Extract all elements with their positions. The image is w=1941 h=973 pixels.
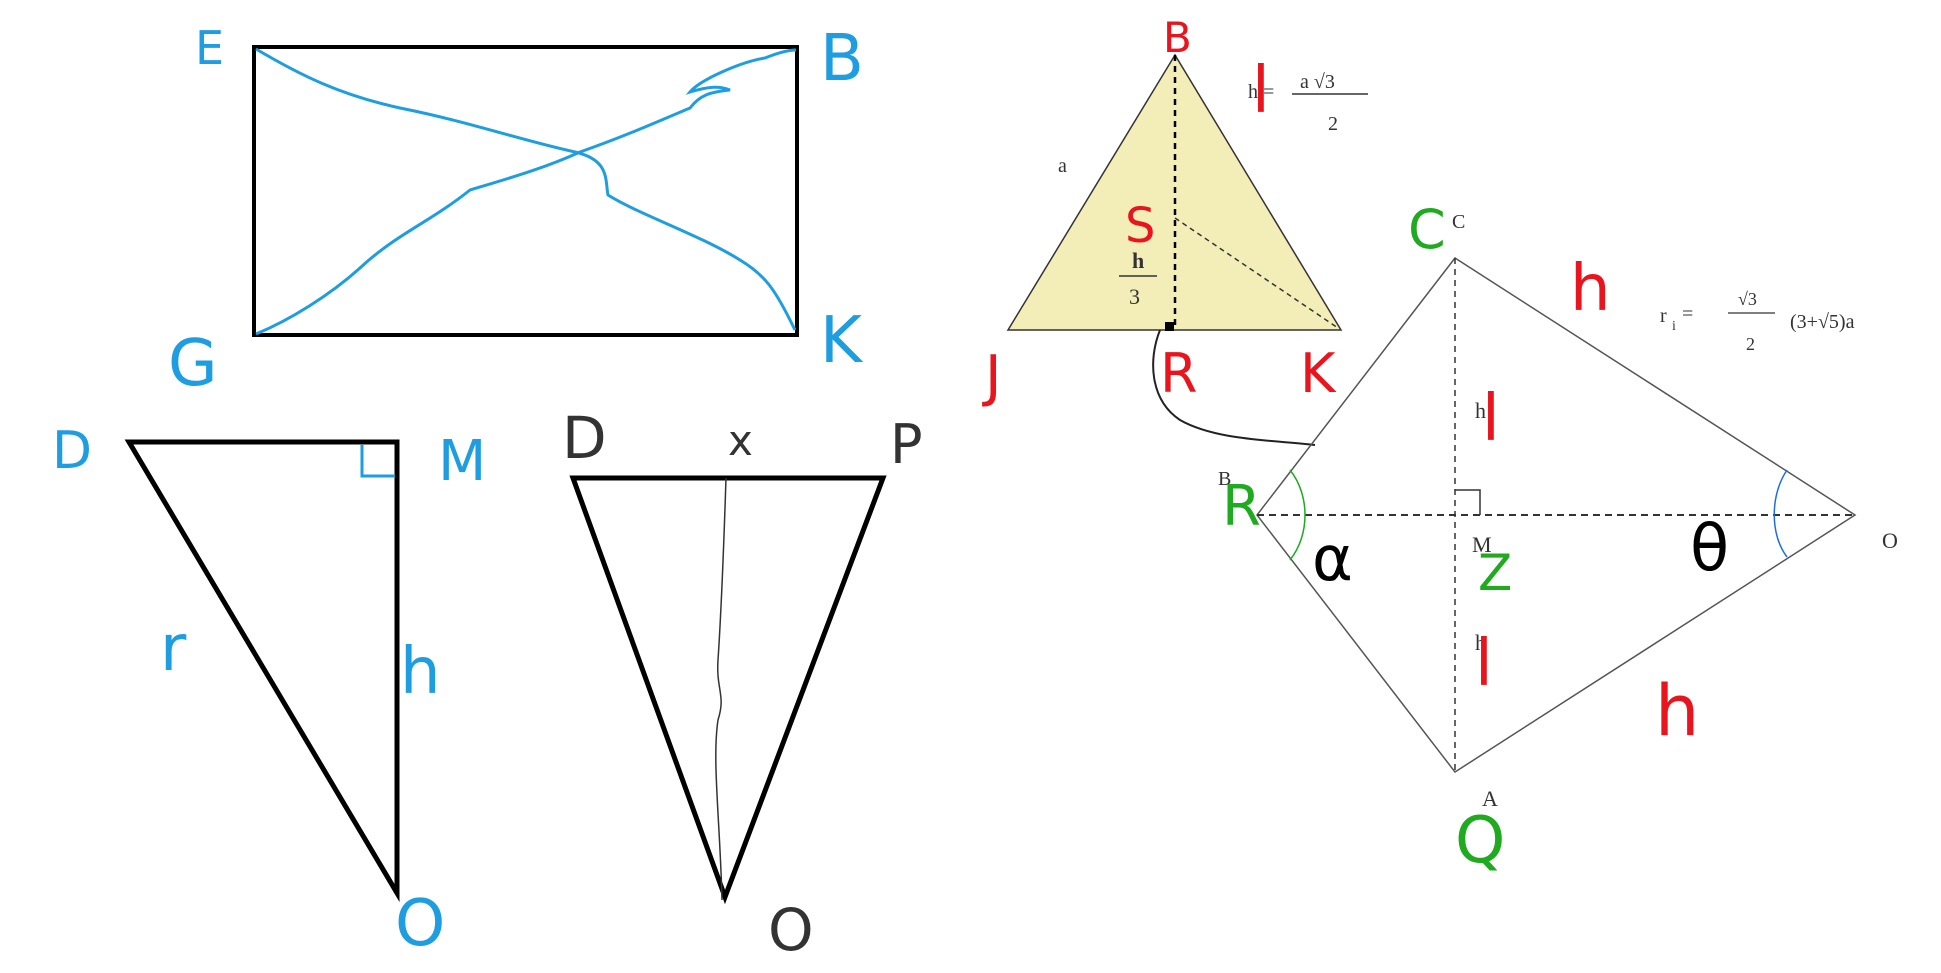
- rect-label-top-right: B: [820, 22, 864, 96]
- rhombus-figure: C B O A M h h r i = √3 2 (3+√5)a C R Q h…: [1218, 198, 1898, 878]
- equilateral-formula-denominator: 2: [1328, 113, 1338, 135]
- equilateral-center-to-vertex: [1174, 217, 1339, 329]
- equilateral-hw-base-right: K: [1300, 342, 1337, 405]
- equilateral-foot-marker: [1165, 322, 1174, 331]
- rhombus-formula-r: r: [1660, 305, 1667, 327]
- rhombus-formula-num: √3: [1738, 289, 1757, 309]
- rhombus-printed-bottom: A: [1482, 786, 1498, 811]
- rhombus-angle-arc-right: [1773, 469, 1788, 558]
- equilateral-formula-numerator: a √3: [1300, 71, 1335, 93]
- inverted-label-top-right: P: [890, 413, 923, 476]
- equilateral-triangle-figure: a h = a √3 2 h 3 B l S J R K: [982, 13, 1368, 446]
- rect-label-top-left: E: [195, 21, 224, 75]
- rect-label-bottom-right: K: [820, 304, 864, 378]
- equilateral-third-denominator: 3: [1129, 284, 1140, 309]
- rhombus-hw-alpha: α: [1312, 522, 1353, 595]
- rhombus-hw-top: C: [1408, 198, 1446, 261]
- rhombus-hw-lower-half: l: [1475, 627, 1493, 701]
- equilateral-third-numerator: h: [1132, 248, 1144, 273]
- right-triangle-outline: [124, 439, 400, 903]
- right-triangle-label-hypotenuse: r: [160, 612, 187, 686]
- right-angle-marker: [360, 445, 395, 478]
- rectangle-figure: E B G K: [168, 21, 864, 401]
- rhombus-angle-arc-left: [1289, 469, 1306, 561]
- rhombus-hw-left: R: [1222, 474, 1261, 539]
- equilateral-hw-base-middle: R: [1160, 342, 1198, 405]
- right-triangle-figure: D M r h O: [52, 421, 486, 961]
- rhombus-printed-right: O: [1882, 528, 1898, 553]
- inverted-triangle-outline: [569, 475, 887, 905]
- rhombus-hw-center: Z: [1478, 544, 1512, 602]
- right-triangle-label-bottom: O: [395, 887, 445, 961]
- rhombus-hw-bottom: Q: [1455, 804, 1505, 878]
- rhombus-formula-eq: =: [1682, 303, 1693, 325]
- rhombus-hw-upper-side: h: [1570, 252, 1611, 326]
- right-triangle-label-top-right: M: [438, 429, 486, 494]
- diagonal-e-to-k: [255, 47, 797, 331]
- right-triangle-label-side: h: [400, 635, 441, 709]
- diagonal-g-to-b: [255, 48, 797, 336]
- rhombus-formula-tail: (3+√5)a: [1790, 311, 1855, 333]
- rhombus-hw-upper-half: l: [1482, 382, 1500, 456]
- rect-label-bottom-left: G: [168, 327, 218, 401]
- equilateral-hw-h-mark: l: [1252, 54, 1270, 128]
- rhombus-right-angle-marker: [1455, 489, 1481, 515]
- right-triangle-label-top-left: D: [52, 421, 92, 481]
- rhombus-formula-sub: i: [1672, 319, 1676, 334]
- rhombus-hw-theta: θ: [1690, 512, 1729, 586]
- equilateral-side-label: a: [1058, 155, 1067, 177]
- inverted-label-top-left: D: [562, 404, 607, 472]
- rhombus-outline: [1256, 256, 1857, 774]
- equilateral-hw-center: S: [1125, 198, 1155, 254]
- inverted-triangle-median: [715, 477, 727, 901]
- rhombus-printed-top: C: [1452, 211, 1465, 233]
- equilateral-formula-left: h =: [1248, 81, 1274, 103]
- rhombus-printed-left: B: [1218, 468, 1231, 490]
- equilateral-hw-apex: B: [1163, 13, 1192, 62]
- rhombus-formula-den: 2: [1746, 334, 1755, 354]
- inverted-label-top-center: x: [728, 416, 753, 465]
- inverted-label-bottom: O: [768, 896, 814, 964]
- equilateral-hw-base-left: J: [982, 344, 1002, 409]
- rhombus-printed-center: M: [1472, 532, 1492, 557]
- rectangle-outline: [252, 45, 799, 337]
- rhombus-hw-lower-side: h: [1655, 670, 1699, 752]
- rhombus-printed-upper-height: h: [1475, 398, 1486, 423]
- equilateral-connector-curve: [1152, 329, 1316, 446]
- rhombus-printed-lower-height: h: [1475, 630, 1486, 655]
- inverted-triangle-figure: D x P O: [562, 404, 923, 964]
